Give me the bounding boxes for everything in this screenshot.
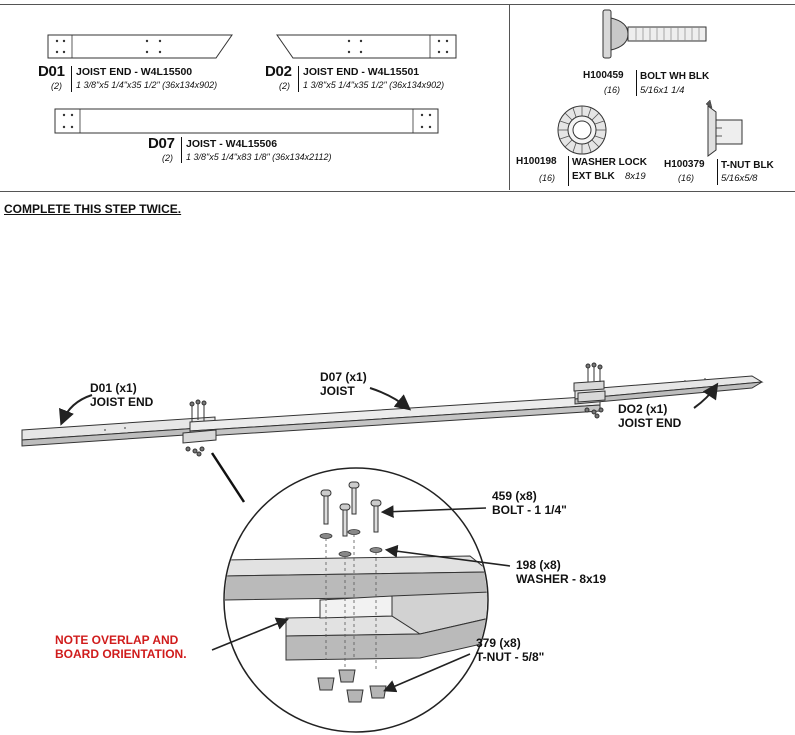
bolt-qty: (16) (604, 85, 621, 95)
d07-divider (181, 137, 182, 163)
d07-callout-name: JOIST (320, 384, 355, 398)
d07-board-drawing (54, 108, 439, 134)
bolt-leader (380, 505, 487, 519)
washer-name-line1: WASHER LOCK (572, 157, 647, 168)
parts-panel-border (0, 4, 795, 192)
bolt-icon (602, 9, 707, 59)
d02-leader (693, 382, 719, 409)
d07-qty: (2) (162, 153, 173, 163)
washer-code: H100198 (516, 156, 557, 167)
washer-leader (384, 544, 511, 567)
tnut-code: H100379 (664, 159, 705, 170)
d02-dims: 1 3/8"x5 1/4"x35 1/2" (36x134x902) (303, 80, 445, 90)
note-leader (211, 617, 289, 651)
bolt-dims: 5/16x1 1/4 (640, 85, 685, 96)
d02-board-drawing (276, 34, 457, 59)
bolt-code: H100459 (583, 70, 624, 81)
d01-qty: (2) (51, 81, 62, 91)
d02-code: D02 (265, 63, 292, 80)
d01-board-drawing (47, 34, 233, 59)
panel-divider (509, 4, 510, 190)
d01-leader (59, 394, 93, 426)
d07-dims: 1 3/8"x5 1/4"x83 1/8" (36x134x2112) (186, 152, 332, 162)
d07-callout-qty: D07 (x1) (320, 370, 367, 384)
washer-qty: (16) (539, 173, 556, 183)
d07-name: JOIST - W4L15506 (186, 138, 278, 150)
d01-callout-qty: D01 (x1) (90, 381, 137, 395)
washer-icon (557, 105, 607, 155)
d02-name: JOIST END - W4L15501 (303, 66, 420, 78)
washer-callout-name: WASHER - 8x19 (516, 572, 607, 586)
washer-divider (568, 156, 569, 186)
note-line1: NOTE OVERLAP AND (55, 633, 179, 647)
tnut-callout-name: T-NUT - 5/8" (476, 650, 545, 664)
assembled-joist (21, 362, 764, 457)
bolt-callout-name: BOLT - 1 1/4" (492, 503, 567, 517)
assembly-diagram (21, 362, 764, 733)
d01-code: D01 (38, 63, 65, 80)
board-part-drawings (47, 34, 457, 134)
d01-callout-name: JOIST END (90, 395, 154, 409)
d07-leader (369, 387, 412, 411)
d01-name: JOIST END - W4L15500 (76, 66, 193, 78)
bolt-name: BOLT WH BLK (640, 71, 710, 82)
hardware-drawings (557, 9, 743, 157)
tnut-dims: 5/16x5/8 (721, 173, 758, 184)
step-instruction: COMPLETE THIS STEP TWICE. (4, 202, 182, 216)
d02-divider (298, 66, 299, 92)
d02-qty: (2) (279, 81, 290, 91)
tnut-divider (717, 159, 718, 185)
washer-callout-qty: 198 (x8) (516, 558, 561, 572)
washer-name-line2: EXT BLK (572, 171, 615, 182)
tnut-callout-qty: 379 (x8) (476, 636, 521, 650)
d07-code: D07 (148, 135, 175, 152)
d01-dims: 1 3/8"x5 1/4"x35 1/2" (36x134x902) (76, 80, 218, 90)
tnut-name: T-NUT BLK (721, 160, 774, 171)
tnut-leader (383, 653, 471, 693)
washer-dims: 8x19 (625, 171, 646, 182)
t-nut-icon (705, 99, 743, 157)
tnut-qty: (16) (678, 173, 695, 183)
note-line2: BOARD ORIENTATION. (55, 647, 187, 661)
d01-divider (71, 66, 72, 92)
bolt-divider (636, 70, 637, 96)
d02-callout-name: JOIST END (618, 416, 682, 430)
d02-callout-qty: DO2 (x1) (618, 402, 668, 416)
magnifier-pointer (210, 452, 246, 503)
detail-magnifier (223, 467, 489, 733)
bolt-callout-qty: 459 (x8) (492, 489, 537, 503)
